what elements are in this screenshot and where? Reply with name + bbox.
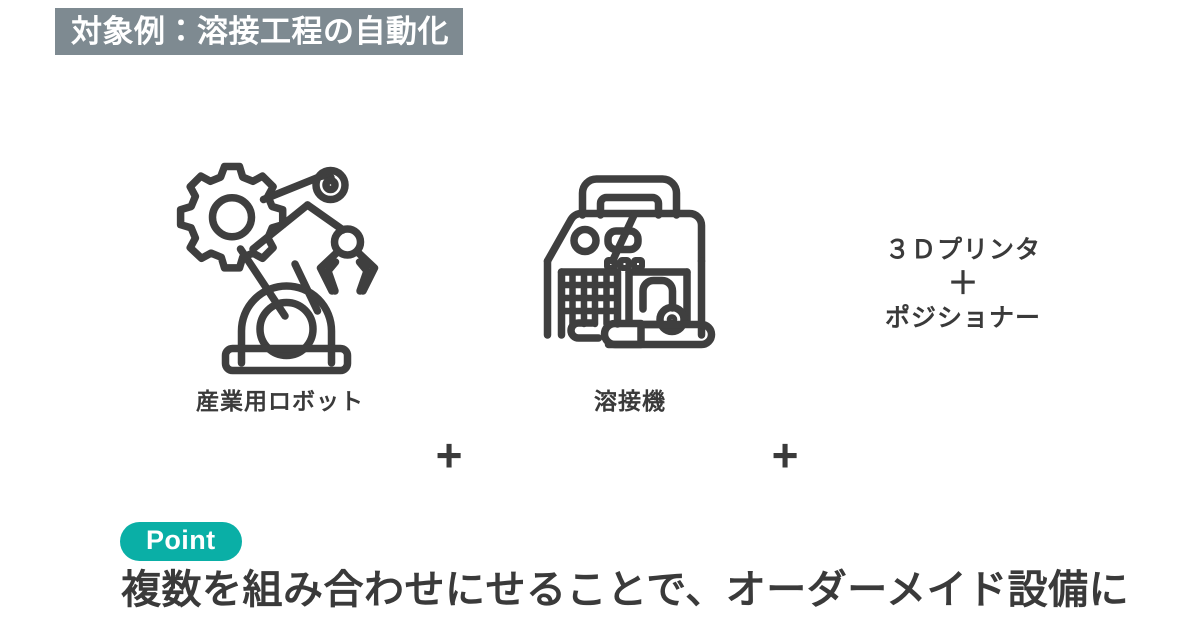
point-badge: Point [120, 522, 242, 561]
point-badge-label: Point [146, 525, 216, 555]
equipment-item-industrial-robot: 産業用ロボット [160, 158, 400, 416]
plus-separator-1: + [435, 429, 463, 481]
optional-equipment-line-3d-printer: ３Ｄプリンタ [884, 236, 1041, 264]
point-body-text: 複数を組み合わせにせることで、オーダーメイド設備に [121, 568, 1130, 612]
header-band: 対象例：溶接工程の自動化 [55, 8, 463, 55]
optional-equipment-line-positioner: ポジショナー [884, 304, 1041, 333]
equipment-item-welding-machine: 溶接機 [505, 158, 755, 416]
equipment-label-welding-machine: 溶接機 [594, 388, 666, 414]
industrial-robot-arm-icon [170, 158, 390, 376]
equipment-formula-row: 産業用ロボット + [0, 150, 1200, 478]
optional-equipment-plus: ＋ [947, 266, 979, 302]
equipment-label-industrial-robot: 産業用ロボット [196, 388, 364, 414]
welding-machine-icon [520, 158, 740, 376]
page-title: 対象例：溶接工程の自動化 [71, 14, 449, 49]
plus-separator-2: + [771, 429, 799, 481]
optional-equipment-text-group: ３Ｄプリンタ ＋ ポジショナー [838, 236, 1088, 333]
